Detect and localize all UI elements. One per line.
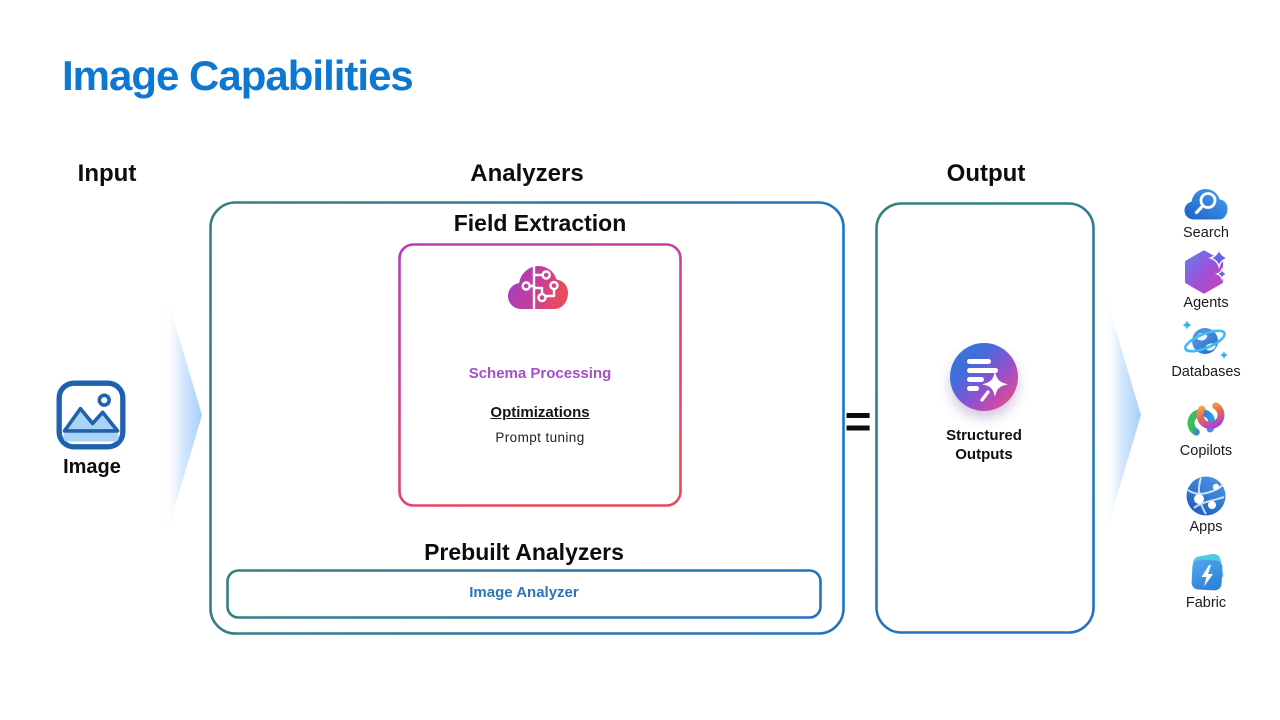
destination-label-fabric: Fabric (1185, 595, 1227, 611)
destination-label-search: Search (1183, 225, 1229, 241)
field-extraction-box (398, 243, 682, 507)
analyzers-box (209, 201, 845, 635)
schema-processing-label: Schema Processing (468, 365, 612, 382)
image-analyzer-box (226, 569, 822, 619)
apps-globe-icon (1185, 475, 1227, 517)
image-input-icon (56, 380, 126, 450)
output-column-label: Output (946, 160, 1026, 187)
structured-outputs-icon (950, 343, 1018, 411)
input-item-label: Image (63, 456, 121, 478)
input-arrow-icon (164, 287, 203, 543)
destination-label-agents: Agents (1183, 295, 1229, 311)
destination-label-apps: Apps (1189, 519, 1223, 535)
copilot-swirl-icon (1185, 398, 1227, 440)
schema-processing-cloud-icon (506, 262, 570, 314)
input-column-label: Input (77, 160, 137, 187)
output-arrow-icon (1103, 287, 1142, 543)
agents-hexagon-icon (1184, 248, 1230, 296)
destination-label-databases: Databases (1171, 364, 1241, 380)
prompt-tuning-label: Prompt tuning (495, 430, 585, 445)
equals-sign: = (844, 395, 872, 447)
prebuilt-analyzers-title: Prebuilt Analyzers (424, 539, 624, 565)
field-extraction-title: Field Extraction (453, 210, 627, 236)
fabric-lightning-icon (1186, 551, 1228, 595)
image-analyzer-label: Image Analyzer (469, 584, 579, 601)
analyzers-column-label: Analyzers (470, 160, 584, 187)
databases-planet-icon (1181, 320, 1231, 362)
structured-outputs-label: Structured Outputs (946, 427, 1022, 463)
search-cloud-icon (1183, 186, 1229, 222)
optimizations-label: Optimizations (490, 404, 590, 421)
destination-label-copilots: Copilots (1179, 443, 1233, 459)
output-box (875, 202, 1095, 634)
page-title: Image Capabilities (62, 52, 414, 99)
